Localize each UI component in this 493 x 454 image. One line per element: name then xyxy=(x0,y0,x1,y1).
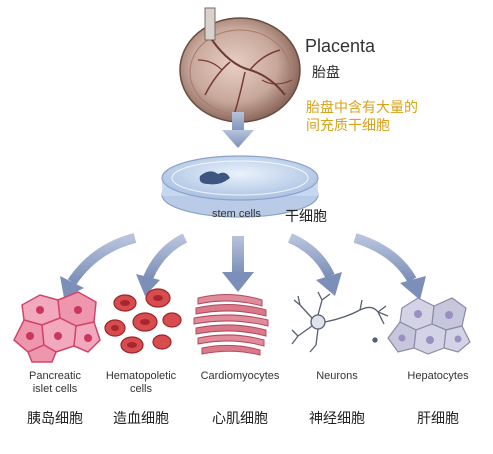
arrow-to-hematopoietic xyxy=(136,233,188,296)
cell-type-1-zh: 造血细胞 xyxy=(113,410,169,426)
arrow-to-neurons xyxy=(287,233,342,296)
cell-type-4-en: Hepatocytes xyxy=(407,370,469,382)
cell-type-0-en: Pancreatic islet cells xyxy=(29,370,81,395)
pancreatic-cells-image xyxy=(13,291,101,363)
cell-type-0-zh: 胰岛细胞 xyxy=(27,410,83,426)
stem-cells-label-zh: 干细胞 xyxy=(285,208,327,224)
cell-type-1-en: Hematopoletic cells xyxy=(105,370,177,395)
stem-cells-label-en: stem cells xyxy=(212,208,261,220)
note-line-1: 胎盘中含有大量的 xyxy=(306,99,418,115)
cell-type-2-en: Cardiomyocytes xyxy=(200,370,280,382)
neurons-image xyxy=(291,291,389,353)
placenta-label-zh: 胎盘 xyxy=(312,64,340,80)
arrow-to-cardiomyocytes xyxy=(222,236,254,292)
cardiomyocytes-image xyxy=(193,293,269,356)
hematopoietic-cells-image xyxy=(104,288,182,354)
cell-type-3-en: Neurons xyxy=(316,370,358,382)
hepatocytes-image xyxy=(387,297,471,355)
petri-dish xyxy=(161,155,319,218)
placenta-image xyxy=(179,7,301,123)
cell-type-4-zh: 肝细胞 xyxy=(417,410,459,426)
arrow-to-hepatocytes xyxy=(353,233,426,300)
placenta-label-en: Placenta xyxy=(305,36,376,56)
cell-type-3-zh: 神经细胞 xyxy=(309,410,365,426)
note-line-2: 间充质干细胞 xyxy=(306,117,390,133)
arrow-to-pancreatic xyxy=(60,233,137,298)
cell-type-2-zh: 心肌细胞 xyxy=(212,410,268,426)
arrow-placenta-to-dish xyxy=(222,112,254,148)
